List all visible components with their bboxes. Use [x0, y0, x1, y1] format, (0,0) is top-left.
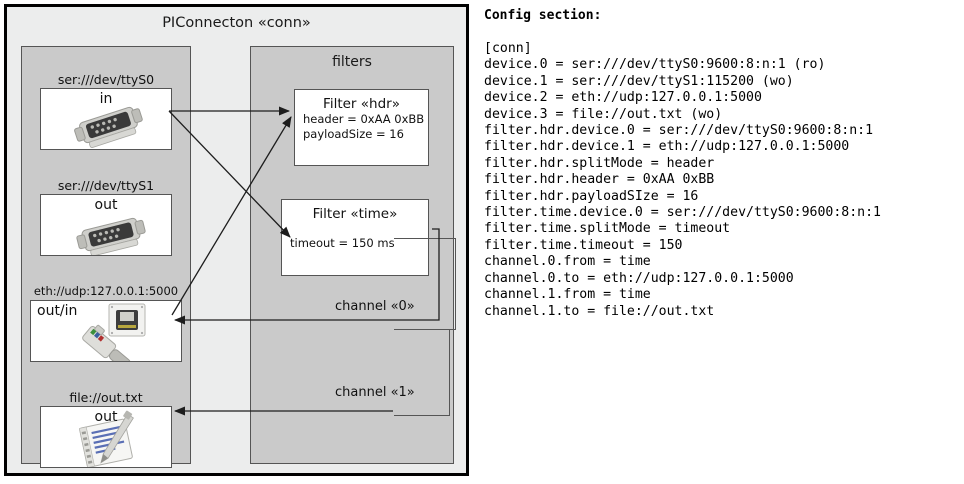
filter-prop-payloadsize: payloadSize = 16: [303, 127, 404, 141]
device-entry-ttyS0[interactable]: ser:///dev/ttyS0 in: [40, 71, 172, 150]
device-entry-file[interactable]: file://out.txt out: [40, 389, 172, 468]
filter-prop-timeout: timeout = 150 ms: [290, 236, 395, 250]
device-direction: out: [94, 409, 118, 425]
device-box[interactable]: out: [40, 406, 172, 468]
filter-title: Filter «time»: [312, 206, 398, 222]
filter-prop-header: header = 0xAA 0xBB: [303, 112, 425, 126]
ethernet-jack-icon: [82, 303, 146, 361]
config-text: [conn] device.0 = ser:///dev/ttyS0:9600:…: [484, 41, 881, 319]
filters-panel-title: filters: [332, 54, 372, 70]
text-file-icon: [79, 410, 134, 467]
filter-hdr-box[interactable]: Filter «hdr» header = 0xAA 0xBB payloadS…: [294, 89, 429, 166]
device-label: ser:///dev/ttyS1: [57, 178, 155, 193]
device-box[interactable]: out: [40, 194, 172, 256]
filter-time-box[interactable]: Filter «time» timeout = 150 ms: [281, 199, 429, 276]
filter-title: Filter «hdr»: [323, 96, 400, 112]
device-label: file://out.txt: [69, 390, 143, 405]
device-direction: out/in: [37, 303, 78, 319]
connector-diagram: PIConnecton «conn» ser:///dev/ttyS0 in: [4, 4, 469, 476]
device-entry-ttyS1[interactable]: ser:///dev/ttyS1 out: [40, 177, 172, 256]
serial-port-icon: [74, 106, 143, 148]
channel-0-label: channel «0»: [335, 299, 415, 314]
device-direction: in: [99, 91, 113, 107]
filters-panel: filters Filter «hdr» header = 0xAA 0xBB …: [250, 46, 456, 464]
device-box[interactable]: out/in: [30, 300, 182, 362]
device-label: eth://udp:127.0.0.1:5000: [33, 284, 179, 298]
devices-panel: ser:///dev/ttyS0 in: [21, 46, 191, 468]
device-box[interactable]: in: [40, 88, 172, 150]
device-direction: out: [94, 197, 118, 213]
diagram-title: PIConnecton «conn»: [162, 15, 311, 31]
device-label: ser:///dev/ttyS0: [57, 72, 155, 87]
device-entry-eth[interactable]: eth://udp:127.0.0.1:5000 out/in: [30, 283, 182, 362]
config-section: Config section: [conn] device.0 = ser://…: [484, 8, 960, 320]
config-heading: Config section:: [484, 8, 602, 23]
channel-0-strip: [394, 238, 456, 330]
channel-1-label: channel «1»: [335, 385, 415, 400]
channel-1-strip: [394, 330, 450, 416]
serial-port-icon: [76, 217, 146, 255]
